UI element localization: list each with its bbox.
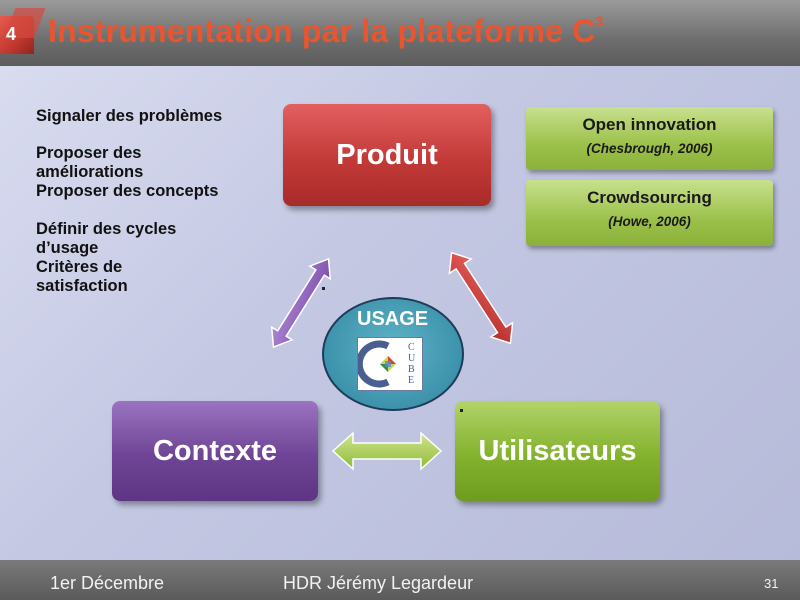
activity-item: Proposer des améliorations [36, 144, 144, 181]
utilisateurs-box: Utilisateurs [455, 401, 660, 501]
activity-item: Signaler des problèmes [36, 107, 223, 125]
footer-date: 1er Décembre [50, 573, 165, 593]
title-superscript: 3 [595, 13, 604, 30]
slide-footer [0, 560, 800, 600]
activity-item: Critères de satisfaction [36, 258, 128, 295]
utilisateurs-label: Utilisateurs [478, 434, 637, 467]
card-title: Open innovation [582, 115, 717, 134]
slide-number: 4 [6, 24, 17, 44]
slide-header: 4 Instrumentation par la plateforme C3 [0, 0, 800, 66]
arrow-produit-utilisateurs [448, 251, 514, 345]
title-text: Instrumentation par la plateforme C [48, 13, 596, 49]
slide-number-badge: 4 [0, 16, 34, 54]
dot-marker [460, 409, 463, 412]
logo-letter: C [408, 342, 415, 353]
activity-item: Définir des cycles d’usage [36, 220, 177, 257]
footer-page-number: 31 [764, 576, 779, 591]
c-cube-logo: C U B E [355, 337, 423, 391]
logo-letter: U [408, 353, 416, 364]
usage-label: USAGE [357, 308, 429, 330]
produit-box: Produit [283, 104, 491, 206]
activity-item: Proposer des concepts [36, 182, 219, 200]
open-innovation-card: Open innovation (Chesbrough, 2006) [526, 107, 773, 170]
card-title: Crowdsourcing [587, 188, 712, 207]
card-citation: (Howe, 2006) [608, 214, 691, 229]
logo-letter: B [408, 364, 415, 375]
dot-marker [322, 287, 325, 290]
arrow-contexte-produit [270, 257, 332, 349]
slide-title: Instrumentation par la plateforme C3 [48, 13, 604, 50]
crowdsourcing-card: Crowdsourcing (Howe, 2006) [526, 180, 773, 246]
contexte-label: Contexte [152, 434, 278, 467]
logo-letter: E [408, 375, 414, 386]
arrow-contexte-utilisateurs [331, 431, 443, 471]
card-citation: (Chesbrough, 2006) [586, 141, 713, 156]
contexte-box: Contexte [112, 401, 318, 501]
produit-label: Produit [336, 138, 438, 171]
footer-author: HDR Jérémy Legardeur [283, 573, 474, 593]
